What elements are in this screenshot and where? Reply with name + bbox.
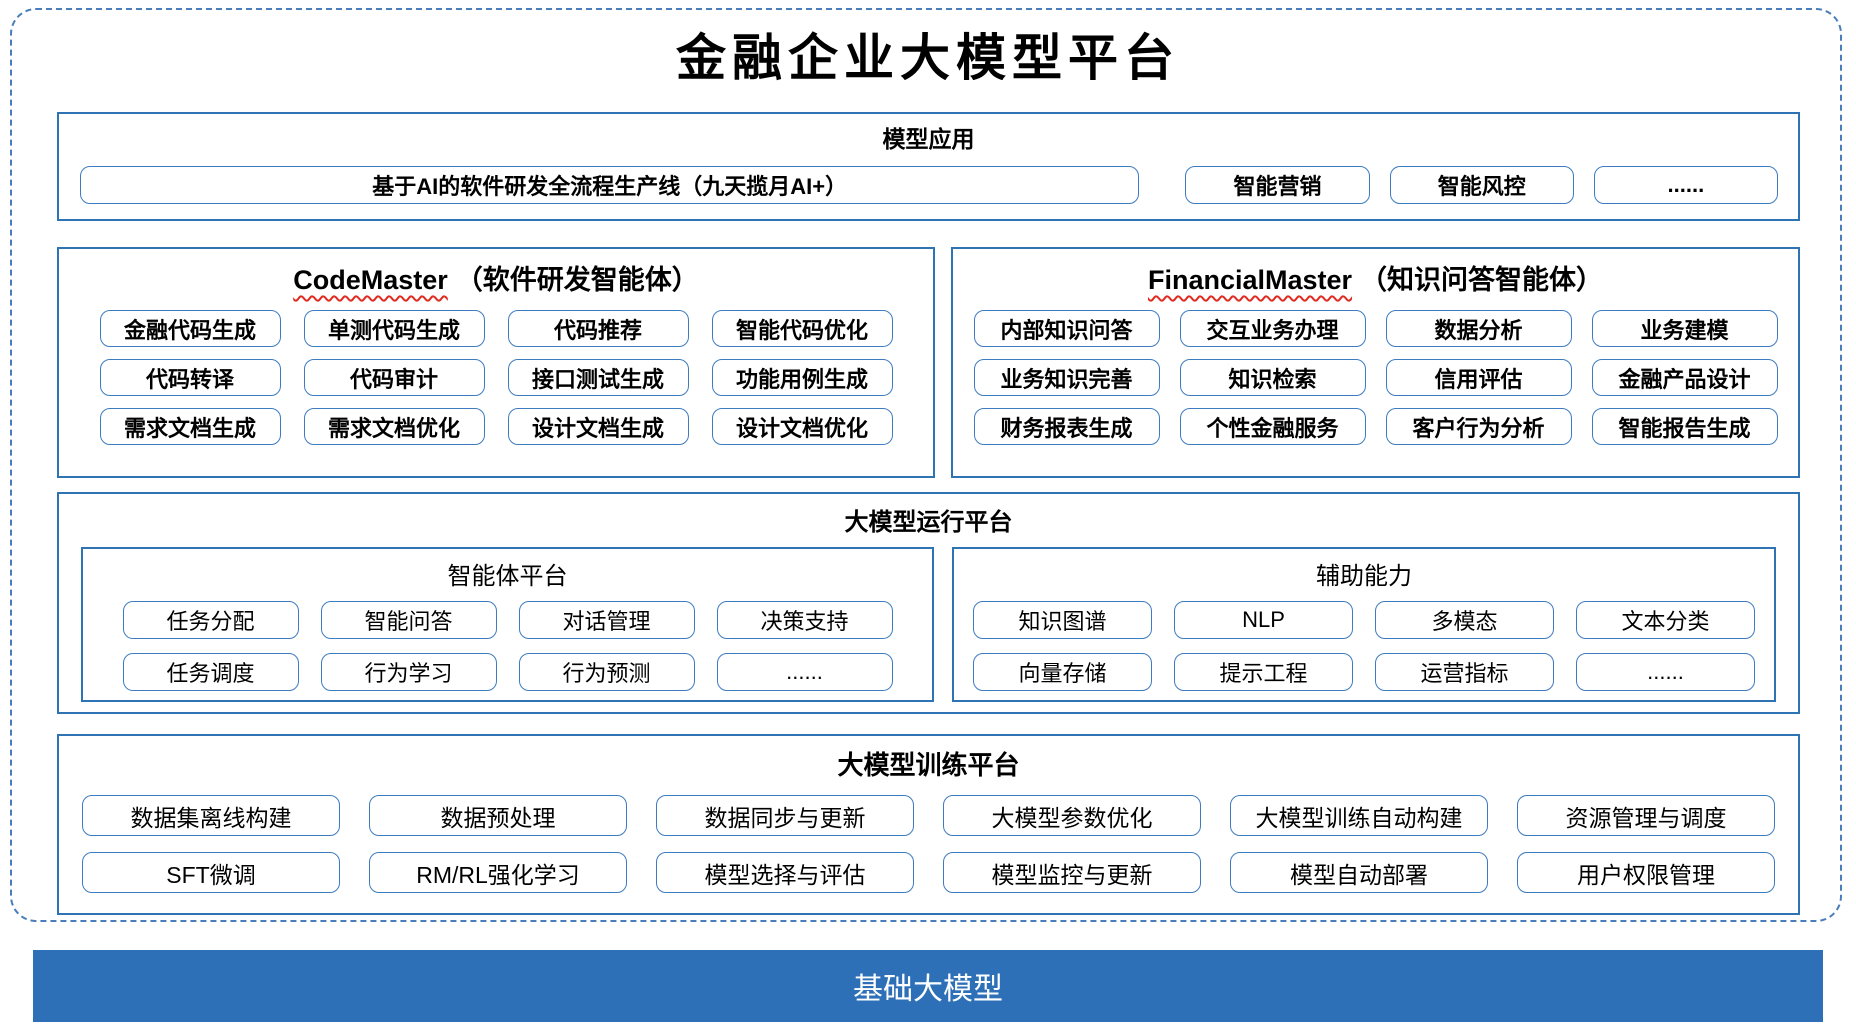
capability-item: 行为预测	[518, 653, 695, 691]
financialmaster-agent-name-zh: （知识问答智能体）	[1360, 265, 1604, 295]
capability-item: 金融产品设计	[1591, 359, 1778, 396]
capability-item: RM/RL强化学习	[369, 852, 627, 893]
capability-item: 代码审计	[303, 359, 485, 396]
capability-item: 智能问答	[320, 601, 497, 639]
capability-item: 大模型参数优化	[943, 795, 1201, 836]
capability-item: 模型自动部署	[1230, 852, 1488, 893]
capability-item: 对话管理	[518, 601, 695, 639]
training-platform-section: 大模型训练平台 数据集离线构建 数据预处理 数据同步与更新 大模型参数优化 大模…	[57, 734, 1800, 915]
capability-item: 客户行为分析	[1385, 408, 1572, 445]
agent-platform-title: 智能体平台	[447, 563, 568, 590]
financialmaster-agent-section: FinancialMaster（知识问答智能体） 内部知识问答 交互业务办理 数…	[951, 247, 1800, 478]
capability-item: 行为学习	[320, 653, 497, 691]
capability-item: 运营指标	[1375, 653, 1554, 691]
capability-row: 需求文档生成 需求文档优化 设计文档生成 设计文档优化	[59, 408, 933, 445]
capability-item: 任务分配	[122, 601, 299, 639]
foundation-model-label: 基础大模型	[853, 973, 1003, 1006]
foundation-model-bar: 基础大模型	[33, 950, 1823, 1022]
agent-platform-group: 智能体平台 任务分配 智能问答 对话管理 决策支持 任务调度 行为学习 行为预测…	[81, 547, 934, 702]
financialmaster-capability-grid: 内部知识问答 交互业务办理 数据分析 业务建模 业务知识完善 知识检索 信用评估…	[953, 310, 1798, 445]
auxiliary-capabilities-group: 辅助能力 知识图谱 NLP 多模态 文本分类 向量存储 提示工程 运营指标 ..…	[952, 547, 1776, 702]
capability-item: 代码转译	[99, 359, 281, 396]
capability-item: 业务建模	[1591, 310, 1778, 347]
model-application-title: 模型应用	[882, 126, 975, 152]
capability-item: ......	[716, 653, 893, 691]
capability-item: 资源管理与调度	[1517, 795, 1775, 836]
financialmaster-agent-name-en: FinancialMaster	[1147, 265, 1353, 295]
capability-item: 内部知识问答	[973, 310, 1160, 347]
runtime-platform-title: 大模型运行平台	[844, 509, 1013, 536]
capability-item: 智能代码优化	[711, 310, 893, 347]
capability-item: 数据预处理	[369, 795, 627, 836]
capability-item: 信用评估	[1385, 359, 1572, 396]
capability-item: 设计文档生成	[507, 408, 689, 445]
capability-item: SFT微调	[82, 852, 340, 893]
capability-item: 需求文档生成	[99, 408, 281, 445]
auxiliary-capabilities-title: 辅助能力	[1316, 563, 1412, 590]
codemaster-agent-section: CodeMaster（软件研发智能体） 金融代码生成 单测代码生成 代码推荐 智…	[57, 247, 935, 478]
capability-row: 任务分配 智能问答 对话管理 决策支持	[83, 601, 932, 639]
capability-item: 业务知识完善	[973, 359, 1160, 396]
capability-item: 数据同步与更新	[656, 795, 914, 836]
capability-item: 接口测试生成	[507, 359, 689, 396]
capability-item: 需求文档优化	[303, 408, 485, 445]
capability-item: 用户权限管理	[1517, 852, 1775, 893]
capability-item: ......	[1576, 653, 1755, 691]
capability-item: 决策支持	[716, 601, 893, 639]
runtime-groups: 智能体平台 任务分配 智能问答 对话管理 决策支持 任务调度 行为学习 行为预测…	[59, 547, 1798, 702]
capability-item: 任务调度	[122, 653, 299, 691]
capability-item: 文本分类	[1576, 601, 1755, 639]
runtime-platform-section: 大模型运行平台 智能体平台 任务分配 智能问答 对话管理 决策支持 任务调度 行…	[57, 492, 1800, 714]
capability-item: 金融代码生成	[99, 310, 281, 347]
capability-item: NLP	[1174, 601, 1353, 639]
capability-row: 代码转译 代码审计 接口测试生成 功能用例生成	[59, 359, 933, 396]
codemaster-agent-name-zh: （软件研发智能体）	[455, 265, 699, 295]
capability-item: 多模态	[1375, 601, 1554, 639]
agent-platform-grid: 任务分配 智能问答 对话管理 决策支持 任务调度 行为学习 行为预测 .....…	[83, 601, 932, 691]
model-application-row: 基于AI的软件研发全流程生产线（九天揽月AI+） 智能营销 智能风控 .....…	[59, 166, 1798, 204]
capability-item: 智能营销	[1185, 166, 1370, 204]
capability-item: 功能用例生成	[711, 359, 893, 396]
capability-item: 设计文档优化	[711, 408, 893, 445]
financialmaster-agent-title: FinancialMaster（知识问答智能体）	[953, 258, 1798, 297]
capability-item: 财务报表生成	[973, 408, 1160, 445]
page-title: 金融企业大模型平台	[676, 28, 1180, 87]
capability-item: 代码推荐	[507, 310, 689, 347]
capability-item: 知识图谱	[973, 601, 1152, 639]
capability-item: 提示工程	[1174, 653, 1353, 691]
capability-item: 数据集离线构建	[82, 795, 340, 836]
capability-row: 向量存储 提示工程 运营指标 ......	[954, 653, 1774, 691]
capability-row: 财务报表生成 个性金融服务 客户行为分析 智能报告生成	[953, 408, 1798, 445]
capability-row: 数据集离线构建 数据预处理 数据同步与更新 大模型参数优化 大模型训练自动构建 …	[59, 795, 1798, 836]
codemaster-agent-name-en: CodeMaster	[293, 265, 448, 295]
auxiliary-capabilities-grid: 知识图谱 NLP 多模态 文本分类 向量存储 提示工程 运营指标 ......	[954, 601, 1774, 691]
training-platform-grid: 数据集离线构建 数据预处理 数据同步与更新 大模型参数优化 大模型训练自动构建 …	[59, 795, 1798, 893]
capability-item: 向量存储	[973, 653, 1152, 691]
capability-item: 个性金融服务	[1179, 408, 1366, 445]
capability-row: 业务知识完善 知识检索 信用评估 金融产品设计	[953, 359, 1798, 396]
capability-item: ......	[1593, 166, 1778, 204]
capability-row: SFT微调 RM/RL强化学习 模型选择与评估 模型监控与更新 模型自动部署 用…	[59, 852, 1798, 893]
capability-item: 数据分析	[1385, 310, 1572, 347]
codemaster-agent-title: CodeMaster（软件研发智能体）	[59, 258, 933, 297]
capability-item: 知识检索	[1179, 359, 1366, 396]
outer-dashed-frame	[10, 8, 1842, 922]
capability-row: 金融代码生成 单测代码生成 代码推荐 智能代码优化	[59, 310, 933, 347]
capability-item: 模型监控与更新	[943, 852, 1201, 893]
capability-row: 内部知识问答 交互业务办理 数据分析 业务建模	[953, 310, 1798, 347]
capability-item: 大模型训练自动构建	[1230, 795, 1488, 836]
capability-item: 智能风控	[1389, 166, 1574, 204]
capability-item: 单测代码生成	[303, 310, 485, 347]
capability-item: 交互业务办理	[1179, 310, 1366, 347]
capability-item: 模型选择与评估	[656, 852, 914, 893]
capability-row: 任务调度 行为学习 行为预测 ......	[83, 653, 932, 691]
training-platform-title: 大模型训练平台	[837, 750, 1020, 780]
capability-row: 知识图谱 NLP 多模态 文本分类	[954, 601, 1774, 639]
ai-dev-pipeline-item: 基于AI的软件研发全流程生产线（九天揽月AI+）	[80, 166, 1140, 204]
codemaster-capability-grid: 金融代码生成 单测代码生成 代码推荐 智能代码优化 代码转译 代码审计 接口测试…	[59, 310, 933, 445]
model-application-section: 模型应用 基于AI的软件研发全流程生产线（九天揽月AI+） 智能营销 智能风控 …	[57, 112, 1800, 221]
capability-item: 智能报告生成	[1591, 408, 1778, 445]
